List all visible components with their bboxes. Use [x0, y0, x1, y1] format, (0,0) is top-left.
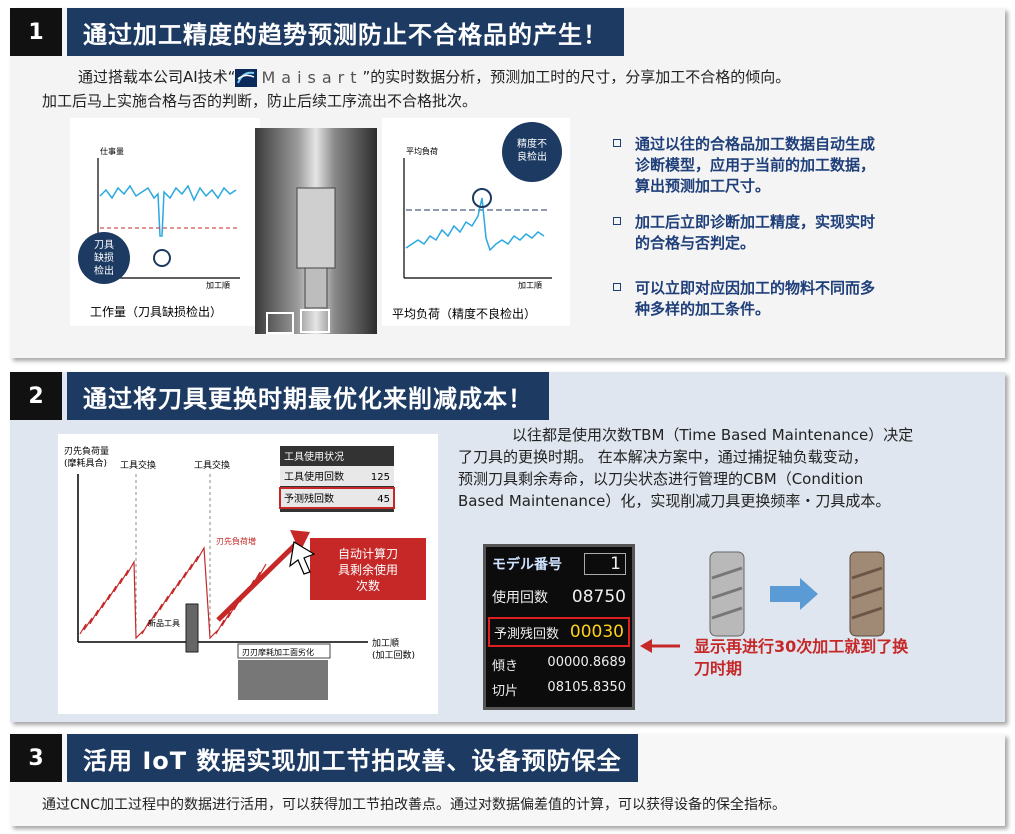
tool-change-2-label: 工具交換: [194, 459, 230, 471]
workload-chart-panel: 仕事量 加工順 刀具 缺损 检出 工作量（刀具缺损检出）: [70, 118, 260, 326]
bullet-1-line-1: 通过以往的合格品加工数据自动生成: [635, 135, 876, 153]
bullet-square-icon: [613, 217, 621, 225]
iot-paragraph: 通过CNC加工过程中的数据进行活用，可以获得加工节拍改善点。通过对数据偏差值的计…: [42, 797, 787, 813]
wear-x-label-2: (加工回数): [372, 649, 415, 661]
tool-wear-chart-panel: 刃刃摩耗加工面劣化 刃先負荷量 (摩耗具合) 工具交換 工具交換 加工順 (加工…: [58, 434, 438, 714]
bullet-square-icon: [613, 283, 621, 291]
intro-text-pre: 通过搭载本公司AI技术“: [78, 68, 236, 86]
tool-wear-comparison: [709, 551, 885, 637]
section-number: 1: [10, 8, 62, 56]
section-number: 2: [10, 372, 62, 420]
tool-remain-value: 45: [377, 494, 390, 505]
wear-y-label-1: 刃先負荷量: [64, 445, 109, 457]
avg-load-x-label: 加工順: [518, 280, 542, 290]
bullet-2-line-1: 加工后立即诊断加工精度，实现实时: [635, 213, 876, 231]
bullet-3-line-2: 种多样的加工条件。: [635, 300, 771, 318]
section-number: 3: [10, 734, 62, 782]
callout-line-1: 刀具: [94, 239, 114, 251]
bullet-item-2: 加工后立即诊断加工精度，实现实时的合格与否判定。: [613, 212, 943, 254]
new-tool-label: 新品工具: [148, 618, 180, 628]
workload-y-label: 仕事量: [100, 146, 124, 156]
section-1: 1 通过加工精度的趋势预测防止不合格品的产生！ 通过搭载本公司AI技术“ Mais…: [10, 8, 1005, 358]
slope-value: 00000.8689: [547, 655, 626, 670]
para-line-2: 了刀具的更换时期。 在本解决方案中，通过捕捉轴负载变动，: [458, 448, 868, 466]
model-number-value: 1: [584, 553, 626, 575]
tool-use-count-label: 工具使用回数: [284, 470, 344, 483]
wear-y-label-2: (摩耗具合): [64, 457, 107, 469]
callout-line-2: 缺损: [94, 251, 114, 264]
usage-count-value: 08750: [571, 587, 626, 607]
note-line-2: 刀时期: [694, 659, 743, 678]
callout-line-3: 检出: [94, 264, 114, 277]
usage-count-label: 使用回数: [492, 590, 548, 606]
precision-callout-line-1: 精度不: [517, 139, 547, 150]
tool-use-count-value: 125: [371, 472, 390, 483]
auto-calc-line-1: 自动计算刀: [338, 546, 398, 561]
intro-paragraph-2: 加工后马上实施合格与否的判断，防止后续工序流出不合格批次。: [42, 92, 478, 110]
spindle-photo: [255, 128, 377, 334]
cnc-status-screen: モデル番号 1 使用回数 08750 予測残回数 00030 傾き 00000.…: [483, 544, 635, 710]
intro-paragraph: 通过搭载本公司AI技术“ Maisart”的实时数据分析，预测加工时的尺寸，分享加…: [78, 66, 790, 89]
wear-caption: 刃刃摩耗加工面劣化: [242, 647, 314, 657]
avg-load-chart: 平均負荷 加工順 平均负荷（精度不良检出）: [392, 146, 552, 321]
tool-remain-label: 予测残回数: [284, 492, 334, 505]
section-title: 通过将刀具更换时期最优化来削减成本！: [67, 372, 549, 420]
maisart-logo-icon: [235, 68, 258, 87]
bullet-2-line-2: 的合格与否判定。: [635, 234, 756, 252]
spindle-tool-icon: [266, 187, 336, 334]
predicted-remaining-value: 00030: [569, 622, 624, 642]
bullet-item-3: 可以立即对应因加工的物料不同而多种多样的加工条件。: [613, 278, 943, 320]
intercept-label: 切片: [492, 684, 519, 699]
intro-text-post: ”的实时数据分析，预测加工时的尺寸，分享加工不合格的倾向。: [362, 68, 791, 86]
predicted-remaining-label: 予測残回数: [494, 626, 560, 642]
bullet-square-icon: [613, 139, 621, 147]
workload-caption: 工作量（刀具缺损检出）: [90, 304, 222, 319]
auto-calc-line-2: 具剩余使用: [338, 562, 398, 577]
maisart-logo: Maisart: [235, 67, 362, 89]
section-title: 通过加工精度的趋势预测防止不合格品的产生！: [67, 8, 624, 56]
tbm-cbm-paragraph: 以往都是使用次数TBM（Time Based Maintenance）决定 了刀…: [458, 424, 913, 512]
avg-load-caption: 平均负荷（精度不良检出）: [392, 306, 536, 321]
wear-x-label-1: 加工順: [372, 638, 399, 649]
workload-x-label: 加工順: [206, 280, 230, 290]
load-increase-label: 刃先負荷増: [216, 536, 256, 546]
bullet-1-line-2: 诊断模型，应用于当前的加工数据，: [635, 156, 876, 174]
auto-calc-line-3: 次数: [356, 578, 380, 593]
section-title: 活用 IoT 数据实现加工节拍改善、设备预防保全: [67, 734, 638, 782]
replacement-note: 显示再进行30次加工就到了换 刀时期: [694, 636, 908, 680]
red-arrow-left-icon: [640, 639, 680, 653]
bullet-3-line-1: 可以立即对应因加工的物料不同而多: [635, 279, 876, 297]
avg-load-y-label: 平均負荷: [406, 146, 438, 156]
bullet-1-line-3: 算出预测加工尺寸。: [635, 177, 771, 195]
tool-change-1-label: 工具交換: [120, 459, 156, 471]
precision-callout-line-2: 良检出: [517, 152, 547, 163]
para-line-1: 以往都是使用次数TBM（Time Based Maintenance）决定: [512, 426, 914, 444]
tool-status-title: 工具使用状况: [284, 450, 344, 463]
workload-chart: 仕事量 加工順 刀具 缺损 检出 工作量（刀具缺损检出）: [78, 146, 240, 319]
model-number-label: モデル番号: [492, 557, 562, 573]
tool-wear-chart: 刃刃摩耗加工面劣化 刃先負荷量 (摩耗具合) 工具交換 工具交換 加工順 (加工…: [64, 445, 426, 700]
avg-load-chart-panel: 平均負荷 加工順 平均负荷（精度不良检出）: [382, 118, 570, 326]
para-line-4: Based Maintenance）化，实现削减刀具更换频率・刀具成本。: [458, 492, 891, 510]
slope-label: 傾き: [492, 659, 519, 674]
section-3: 3 活用 IoT 数据实现加工节拍改善、设备预防保全 通过CNC加工过程中的数据…: [10, 734, 1005, 826]
intercept-value: 08105.8350: [547, 680, 626, 695]
para-line-3: 预测刀具剩余寿命，以刀尖状态进行管理的CBM（Condition: [458, 470, 864, 488]
maisart-logo-text: Maisart: [261, 67, 363, 87]
precision-callout: 精度不 良检出: [502, 122, 562, 182]
bullet-item-1: 通过以往的合格品加工数据自动生成诊断模型，应用于当前的加工数据， 算出预测加工尺寸…: [613, 134, 943, 197]
note-line-1: 显示再进行30次加工就到了换: [694, 637, 909, 656]
